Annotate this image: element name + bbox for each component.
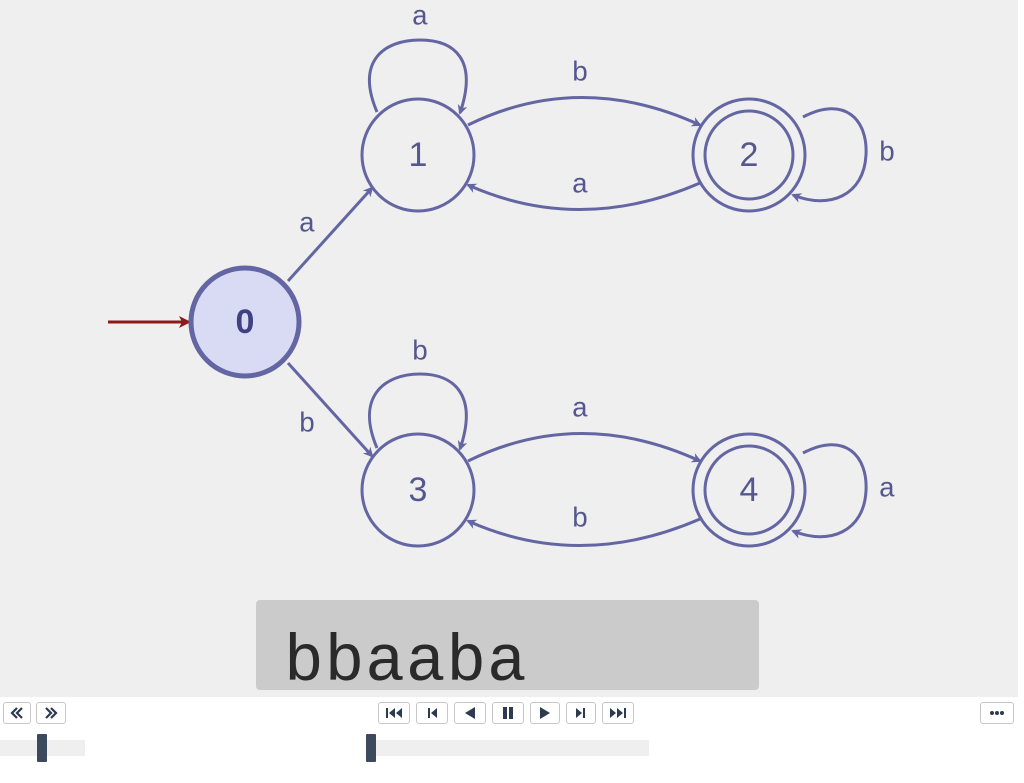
edge-label-0-3: b: [299, 410, 316, 441]
edge-label-3-4: a: [572, 395, 589, 426]
step-back-button[interactable]: [416, 702, 448, 724]
progress-slider-track[interactable]: [366, 740, 649, 756]
double-chevron-left-icon: [10, 707, 23, 719]
state-label-2: 2: [740, 136, 759, 174]
edge-1-2: [467, 96, 702, 127]
play-backward-icon: [465, 707, 475, 719]
state-0[interactable]: 0: [188, 265, 302, 379]
play-icon: [540, 707, 550, 719]
progress-slider-handle[interactable]: [366, 734, 376, 762]
pause-icon: [503, 707, 513, 719]
step-forward-button[interactable]: [566, 702, 596, 724]
edge-label-2-1: a: [572, 171, 589, 202]
edge-4-4: [791, 443, 868, 539]
state-label-4: 4: [740, 471, 759, 509]
step-back-icon: [428, 708, 437, 718]
edge-4-3: [466, 517, 701, 547]
speed-slider-handle[interactable]: [37, 734, 47, 762]
diagram-canvas: a b a b a b b a b a 0 1 2 3 4: [0, 0, 1018, 697]
edge-label-4-3: b: [572, 505, 589, 536]
state-3[interactable]: 3: [360, 432, 476, 548]
state-4[interactable]: 4: [691, 432, 807, 548]
pause-button[interactable]: [492, 702, 524, 724]
state-label-0: 0: [236, 303, 255, 341]
play-backward-button[interactable]: [454, 702, 486, 724]
edge-label-1-2: b: [572, 59, 589, 90]
skip-to-end-button[interactable]: [602, 702, 634, 724]
play-button[interactable]: [530, 702, 560, 724]
double-chevron-left-button[interactable]: [3, 702, 31, 724]
state-2[interactable]: 2: [691, 97, 807, 213]
double-chevron-right-button[interactable]: [36, 702, 66, 724]
edge-2-1: [466, 181, 701, 211]
edge-2-2: [791, 107, 868, 203]
edge-0-1: [286, 186, 374, 283]
edge-label-1-1: a: [412, 3, 429, 34]
state-label-3: 3: [409, 471, 428, 509]
edge-3-3: [368, 372, 468, 451]
step-forward-icon: [576, 708, 585, 718]
edge-3-4: [467, 432, 702, 463]
edge-label-2-2: b: [879, 139, 896, 170]
input-string-box: bbaaba: [256, 600, 759, 690]
skip-to-start-button[interactable]: [378, 702, 410, 724]
state-label-1: 1: [409, 136, 428, 174]
edge-0-3: [286, 361, 374, 458]
edge-1-1: [368, 38, 468, 115]
automaton-diagram: a b a b a b b a b a 0 1 2 3 4: [108, 3, 896, 548]
more-icon: [990, 711, 1004, 715]
edge-label-4-4: a: [879, 475, 896, 506]
input-string: bbaaba: [284, 625, 528, 691]
double-chevron-right-icon: [45, 707, 58, 719]
state-1[interactable]: 1: [360, 97, 476, 213]
edge-label-0-1: a: [299, 210, 316, 241]
more-button[interactable]: [980, 702, 1014, 724]
edge-label-3-3: b: [412, 338, 429, 369]
skip-to-end-icon: [610, 708, 626, 718]
skip-to-start-icon: [386, 708, 402, 718]
